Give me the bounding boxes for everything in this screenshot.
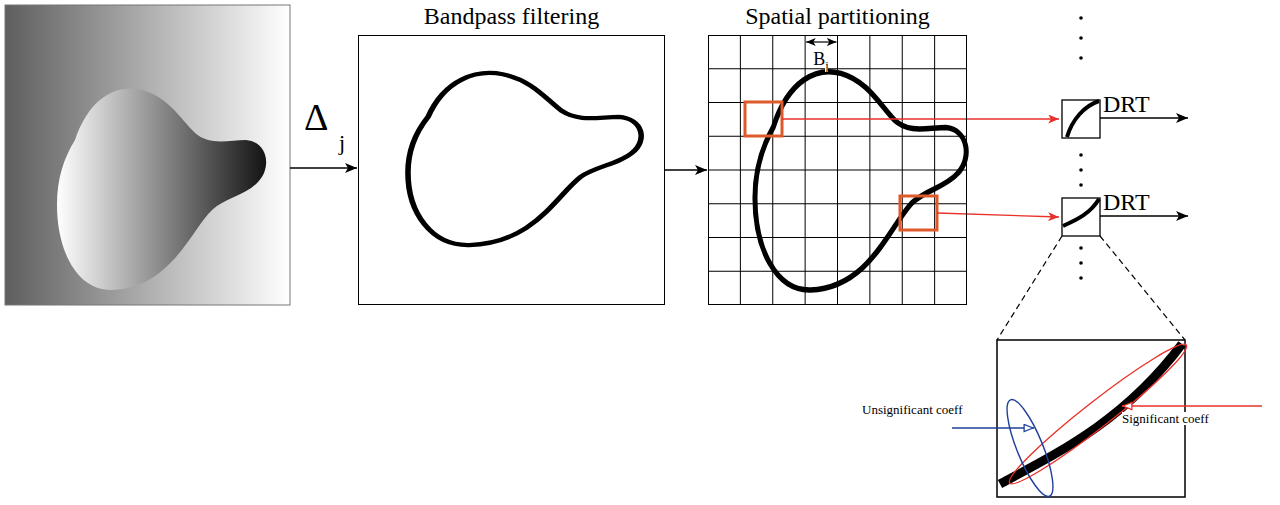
filter-output-box: Bandpass filtering: [358, 35, 665, 305]
patch-edge: [1063, 199, 1099, 226]
zoom-line: [1100, 236, 1185, 340]
partition-grid: [708, 35, 967, 305]
block-arrow: [782, 118, 1059, 119]
output-arrow: [1100, 117, 1188, 119]
box-title: Spatial partitioning: [709, 2, 966, 30]
coeff-note: Unsignificant coeff: [862, 403, 962, 416]
zoom-line: [997, 236, 1062, 340]
unsignificant-atom: [998, 395, 1061, 501]
partition-box: Spatial partitioning: [708, 35, 967, 305]
transform-name: DRT: [1103, 190, 1150, 214]
pointer-arrow: [1122, 405, 1262, 406]
grid-line: [708, 203, 967, 204]
block-arrow: [937, 213, 1059, 217]
transform-name: DRT: [1103, 92, 1150, 116]
source-image: [5, 5, 290, 305]
patch-edge: [1067, 101, 1099, 137]
pointer-arrow: [952, 427, 1034, 428]
flow-arrow: [665, 169, 707, 171]
block-size-arrow: [806, 41, 836, 42]
output-arrow: [1100, 215, 1188, 217]
grid-line: [708, 271, 967, 272]
edge-contour: [755, 72, 966, 290]
selected-block: [900, 196, 937, 230]
grid-line: [708, 68, 967, 69]
block-size-index: j: [825, 60, 828, 72]
ellipsis-dots: [1079, 16, 1083, 280]
operator-index: j: [339, 132, 345, 154]
image-blob: [57, 89, 266, 290]
grid-line: [708, 170, 967, 171]
operator-symbol: Δ: [304, 98, 328, 136]
block-patch: [1062, 100, 1100, 138]
block-patch: [1062, 198, 1100, 236]
grid-line: [708, 237, 967, 238]
box-title: Bandpass filtering: [359, 2, 664, 30]
coeff-note: Significant coeff: [1122, 412, 1209, 425]
selected-block: [745, 102, 782, 136]
filter-arrow: [290, 167, 357, 169]
edge-contour: [408, 73, 641, 245]
block-size: B: [813, 50, 825, 68]
